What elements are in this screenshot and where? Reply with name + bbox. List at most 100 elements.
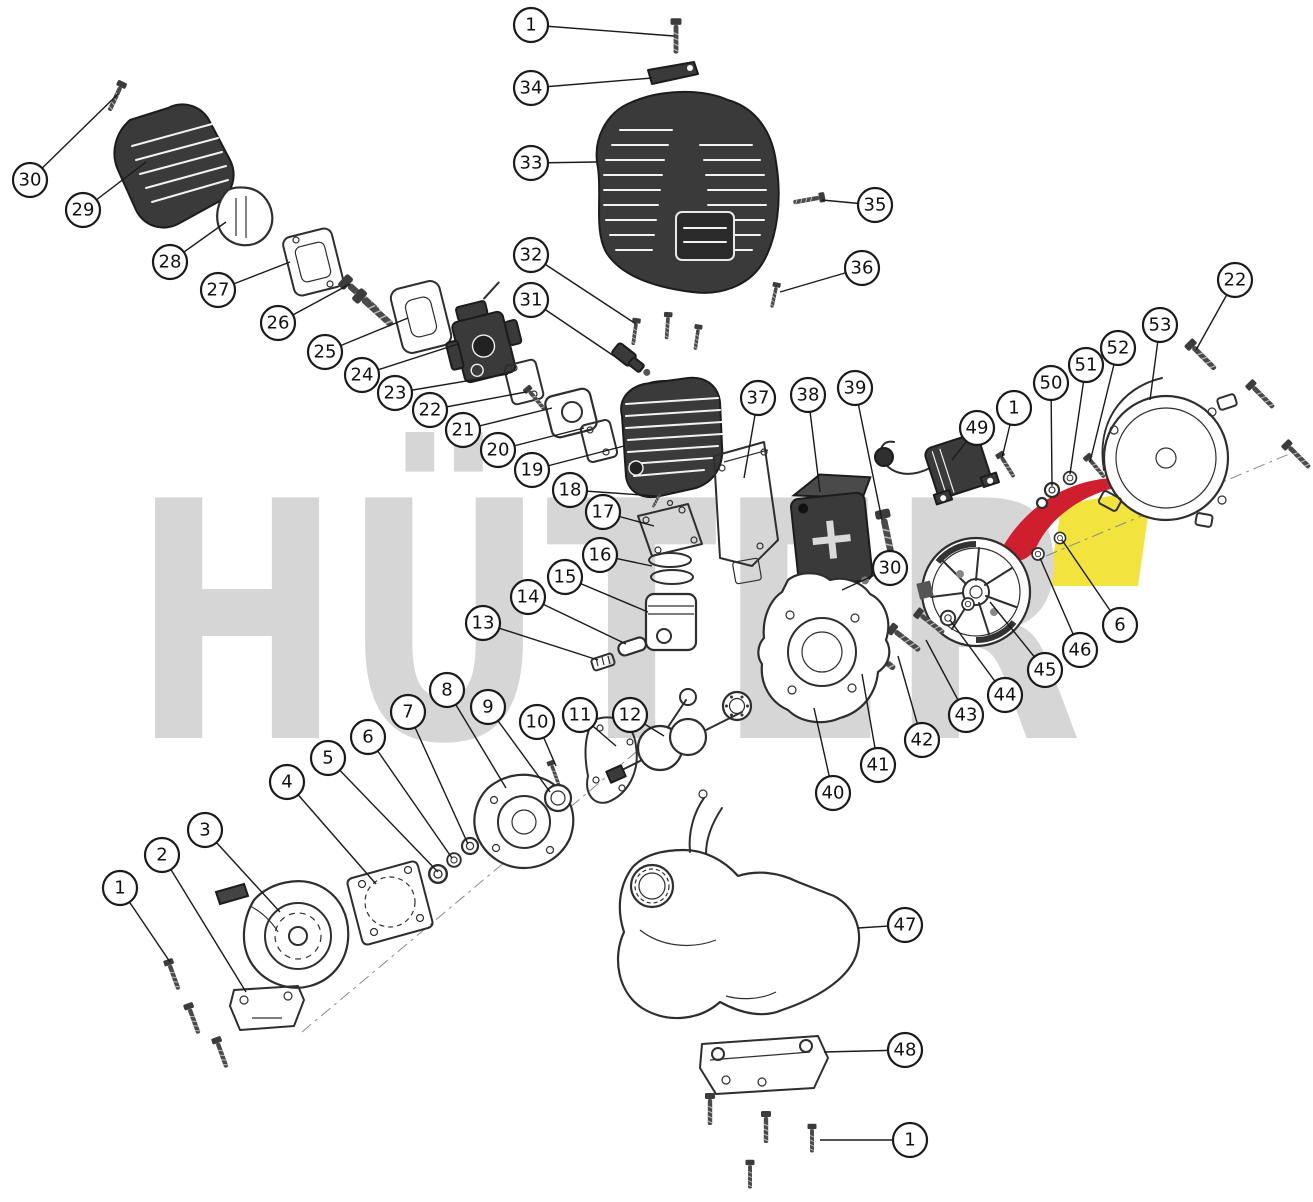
callout-30: 30: [11, 93, 119, 199]
callout-number: 44: [994, 685, 1017, 706]
callout-balloon: [512, 69, 550, 107]
callout-51: 51: [1067, 346, 1105, 475]
callout-balloon: [101, 869, 139, 907]
callout-balloon: [1141, 306, 1179, 344]
callout-16: 16: [581, 536, 653, 574]
callout-balloon: [986, 676, 1024, 714]
part-recoil-starter-3: [214, 880, 350, 989]
callout-balloon: [512, 236, 550, 274]
callout-1: 1: [101, 869, 171, 963]
part-piston-15: [644, 592, 698, 652]
callout-1: 1: [512, 6, 675, 44]
callout-4: 4: [268, 763, 377, 885]
leader-line: [161, 854, 247, 993]
leader-line: [407, 711, 469, 845]
callout-balloon: [186, 811, 224, 849]
callout-number: 34: [520, 78, 543, 99]
part-bracket-plate-34: [647, 61, 699, 85]
callout-number: 20: [487, 440, 510, 461]
callout-number: 41: [867, 755, 890, 776]
part-piston-rings-16: [648, 552, 694, 585]
part-muffler-38: [790, 473, 874, 588]
callout-22: 22: [411, 391, 527, 429]
callout-balloon: [309, 739, 347, 777]
callout-balloon: [546, 558, 584, 596]
callout-number: 11: [569, 705, 592, 726]
leader-line: [530, 254, 637, 325]
callout-balloon: [509, 578, 547, 616]
part-screws-32: [628, 311, 704, 351]
part-screws-bottom: [704, 1092, 817, 1189]
callout-39: 39: [836, 369, 883, 521]
callout-number: 6: [1114, 615, 1125, 636]
callout-number: 27: [207, 280, 230, 301]
callout-number: 37: [747, 388, 770, 409]
callout-balloon: [1061, 631, 1099, 669]
callout-number: 39: [844, 378, 867, 399]
callout-9: 9: [469, 688, 551, 793]
part-washers-5-6-7: [427, 836, 480, 885]
callout-5: 5: [309, 739, 439, 873]
callout-1: 1: [820, 1121, 929, 1159]
callout-number: 3: [199, 820, 210, 841]
callout-number: 14: [517, 587, 540, 608]
leader-line: [530, 24, 675, 37]
part-bearing-9: [543, 783, 573, 813]
part-crankshaft-11: [605, 688, 743, 784]
part-air-filter-28: [216, 186, 274, 247]
leader-line: [367, 736, 453, 859]
callout-number: 36: [851, 258, 874, 279]
callout-46: 46: [1039, 557, 1099, 669]
callout-balloon: [1101, 606, 1139, 644]
callout-balloon: [789, 376, 827, 414]
callout-13: 13: [464, 604, 599, 661]
part-fuel-tank-47: [616, 789, 861, 1020]
callout-7: 7: [389, 693, 469, 845]
part-cylinder-gasket-17: [637, 503, 703, 557]
callout-6: 6: [1061, 539, 1139, 644]
callout-number: 10: [526, 712, 549, 733]
callout-37: 37: [739, 379, 777, 479]
callout-number: 50: [1040, 373, 1063, 394]
leader-line: [527, 596, 627, 645]
callout-number: 15: [554, 567, 577, 588]
spark-plug-cap: [874, 447, 894, 467]
callout-48: 48: [823, 1031, 924, 1069]
callout-number: 5: [322, 748, 333, 769]
callout-balloon: [259, 304, 297, 342]
callout-number: 25: [314, 342, 337, 363]
callout-balloon: [1032, 364, 1070, 402]
callout-6: 6: [349, 718, 453, 859]
callout-balloon: [859, 746, 897, 784]
part-tank-bracket-48: [699, 1035, 829, 1095]
callout-number: 30: [879, 558, 902, 579]
callout-15: 15: [546, 558, 649, 613]
callout-number: 35: [864, 195, 887, 216]
callout-14: 14: [509, 578, 627, 645]
callout-balloon: [886, 906, 924, 944]
part-filter-plate-27: [282, 227, 344, 297]
callout-balloon: [891, 1121, 929, 1159]
part-screw-18: [650, 488, 674, 509]
callout-number: 6: [362, 727, 373, 748]
callout-balloon: [1099, 329, 1137, 367]
callout-number: 12: [619, 705, 642, 726]
callout-number: 21: [452, 420, 475, 441]
callout-number: 42: [911, 730, 934, 751]
callout-balloon: [518, 703, 556, 741]
callout-number: 40: [822, 783, 845, 804]
callout-2: 2: [143, 836, 247, 993]
callout-52: 52: [1089, 329, 1137, 463]
callout-balloon: [561, 696, 599, 734]
callout-3: 3: [186, 811, 281, 913]
callout-number: 46: [1069, 640, 1092, 661]
part-heat-shield-37: [713, 441, 779, 585]
callout-balloon: [349, 718, 387, 756]
callout-40: 40: [813, 707, 852, 812]
callout-35: 35: [821, 186, 894, 224]
callout-balloon: [995, 389, 1033, 427]
callout-balloon: [306, 333, 344, 371]
part-needle-bearing-13: [590, 652, 616, 672]
